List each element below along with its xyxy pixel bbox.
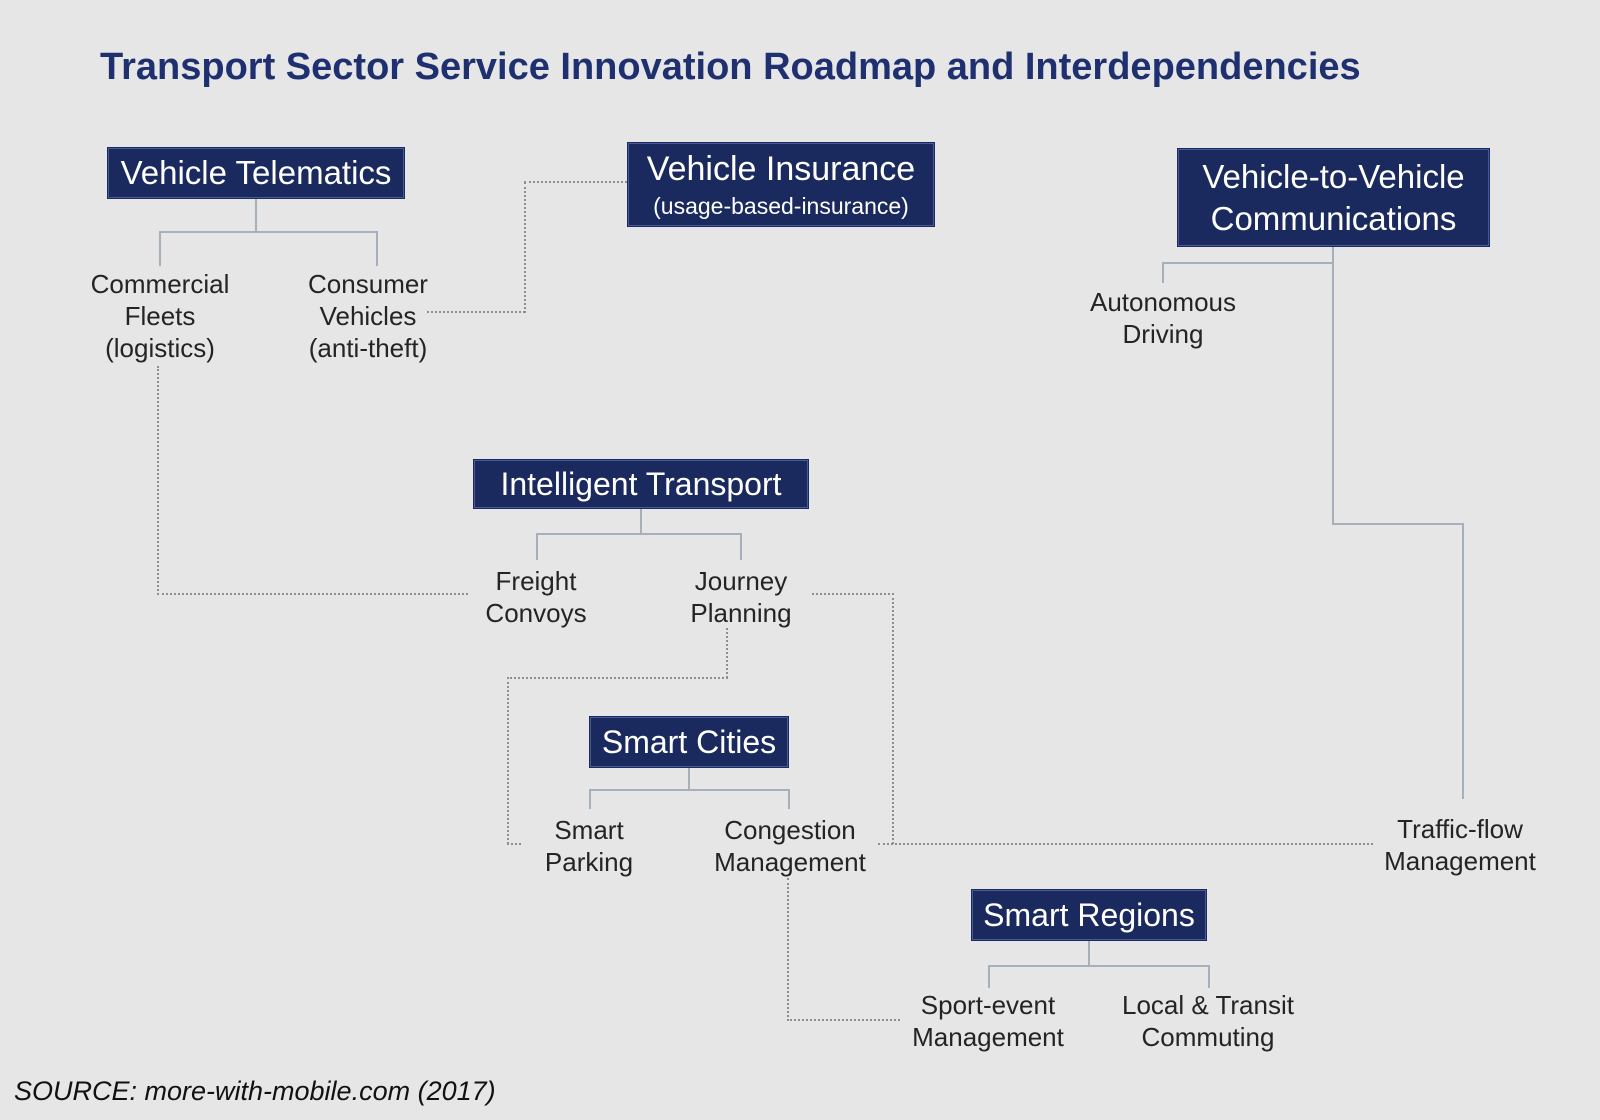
leaf-smart-parking: Smart Parking [544,815,634,877]
source-note: SOURCE: more-with-mobile.com (2017) [14,1076,496,1106]
dependency-journey-parking-v2 [507,677,509,844]
connector-it-stem [640,509,642,535]
leaf-autonomous-driving: Autonomous Driving [1090,287,1236,349]
connector-telematics-stem [255,199,257,233]
connector-it-bar [536,533,742,535]
dependency-consumer-insurance-h1 [427,311,525,313]
connector-it-drop-right [740,533,742,560]
node-intelligent-transport-label: Intelligent Transport [500,466,782,502]
dependency-congestion-sportevent-v [787,878,789,1021]
dependency-congestion-sportevent-h [787,1019,900,1021]
node-vehicle-insurance-sublabel: (usage-based-insurance) [653,193,909,219]
connector-telematics-drop-right [376,231,378,266]
dependency-journey-parking-h1 [507,677,728,679]
leaf-sport-event-management: Sport-event Management [912,990,1064,1052]
dependency-consumer-insurance-h2 [524,181,627,183]
dependency-journey-parking-h2 [507,843,521,845]
leaf-journey-planning: Journey Planning [690,566,792,628]
dependency-journey-traffic-h1 [812,593,894,595]
connector-sr-drop-right [1208,965,1210,988]
leaf-local-transit-commuting: Local & Transit Commuting [1122,990,1294,1052]
connector-v2v-stem [1332,247,1334,525]
leaf-freight-convoys: Freight Convoys [485,566,587,628]
connector-telematics-bar [159,231,378,233]
node-smart-regions-label: Smart Regions [983,897,1195,933]
diagram-title: Transport Sector Service Innovation Road… [100,46,1361,88]
connector-v2v-drop-trafficflow [1462,523,1464,799]
connector-sr-drop-left [988,965,990,988]
connector-sc-stem [688,768,690,791]
dependency-journey-parking-v1 [726,628,728,678]
connector-sc-bar [589,789,790,791]
leaf-consumer-vehicles: Consumer Vehicles (anti-theft) [308,269,428,363]
node-vehicle-insurance: Vehicle Insurance (usage-based-insurance… [627,142,935,227]
connector-sc-drop-right [788,789,790,809]
dependency-consumer-insurance-v [524,182,526,313]
leaf-commercial-fleets: Commercial Fleets (logistics) [90,269,230,363]
dependency-journey-traffic-v [892,593,894,844]
dependency-fleets-freight-h [157,593,468,595]
node-v2v-communications-label: Vehicle-to-Vehicle Communications [1202,157,1465,237]
dependency-fleets-freight-v [157,366,159,595]
node-v2v-communications: Vehicle-to-Vehicle Communications [1177,148,1490,247]
node-vehicle-telematics-label: Vehicle Telematics [120,154,392,191]
dependency-congestion-traffic-h [878,843,1373,845]
node-intelligent-transport: Intelligent Transport [473,459,809,509]
connector-v2v-drop-autonomous [1162,262,1164,283]
connector-v2v-elbow-h [1332,523,1464,525]
connector-telematics-drop-left [159,231,161,266]
connector-it-drop-left [536,533,538,560]
leaf-traffic-flow-management: Traffic-flow Management [1384,814,1536,876]
connector-sr-stem [1088,941,1090,967]
node-smart-cities: Smart Cities [589,716,789,768]
connector-sr-bar [988,965,1210,967]
connector-sc-drop-left [589,789,591,809]
node-vehicle-insurance-label: Vehicle Insurance [646,150,916,188]
node-smart-regions: Smart Regions [971,889,1207,941]
node-vehicle-telematics: Vehicle Telematics [107,147,405,199]
connector-v2v-branch-bar [1162,262,1334,264]
node-smart-cities-label: Smart Cities [601,724,777,760]
leaf-congestion-management: Congestion Management [714,815,866,877]
